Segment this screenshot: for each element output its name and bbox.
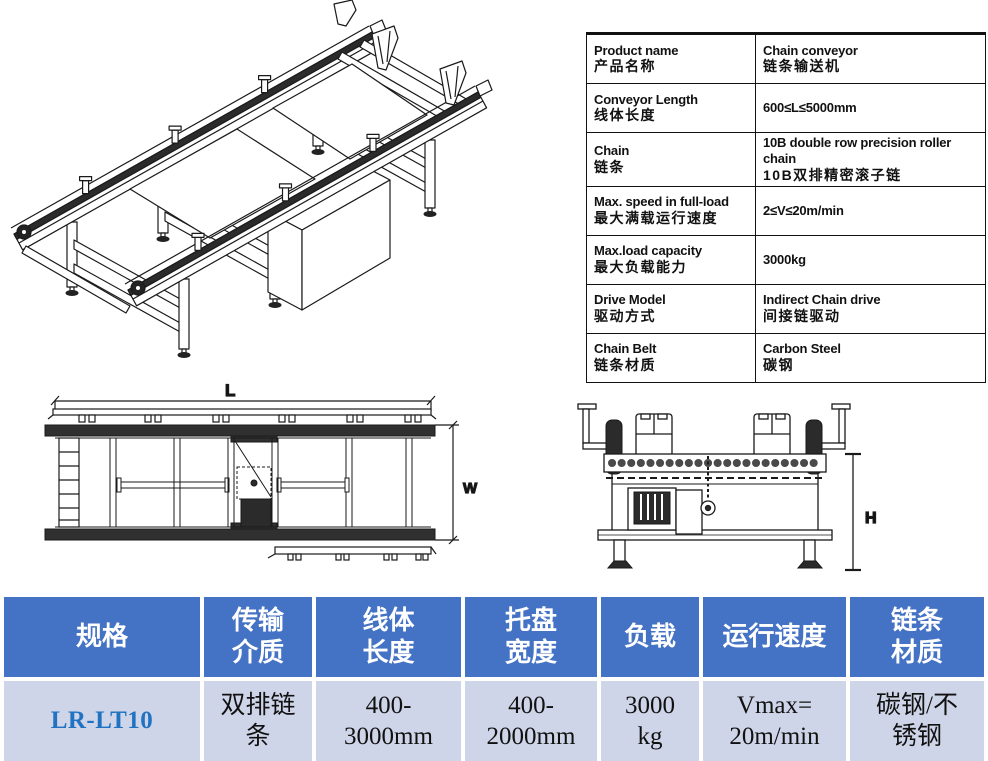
chain-rails-plan — [44, 424, 436, 541]
dimension-W-label: W — [463, 480, 478, 497]
model-table-row: LR-LT10 双排链 条 400- 3000mm 400- 2000mm 30… — [4, 681, 984, 761]
end-view-drawing: H — [577, 403, 877, 572]
far-chain-rail — [10, 19, 387, 251]
model-cell-material: 碳钢/不 锈钢 — [850, 681, 984, 761]
legs-section — [606, 539, 824, 569]
height-dimension — [845, 452, 861, 572]
model-cell-load: 3000 kg — [601, 681, 699, 761]
model-table-header-length: 线体 长度 — [316, 597, 461, 677]
top-view-drawing: L — [44, 381, 479, 561]
chain-bed — [603, 453, 827, 479]
lower-rail-plan — [267, 546, 437, 561]
model-table-header-medium: 传输 介质 — [204, 597, 312, 677]
model-table-header-width: 托盘 宽度 — [465, 597, 597, 677]
width-dimension — [435, 420, 459, 545]
spec-value: 2≤V≤20m/min — [755, 185, 986, 236]
side-outriggers — [577, 403, 851, 450]
spec-value: 3000kg — [755, 234, 986, 285]
stop-blocks — [635, 413, 791, 457]
motor-plan — [240, 498, 272, 528]
frame-section — [597, 472, 833, 541]
dimension-L-label: L — [225, 381, 235, 400]
model-table-section: 规格 传输 介质 线体 长度 托盘 宽度 负载 运行速度 链条 材质 LR-LT… — [0, 593, 988, 761]
model-cell-medium: 双排链 条 — [204, 681, 312, 761]
dimension-H-label: H — [865, 510, 877, 527]
model-cell-width: 400- 2000mm — [465, 681, 597, 761]
model-table-header-row: 规格 传输 介质 线体 长度 托盘 宽度 负载 运行速度 链条 材质 — [4, 597, 984, 677]
model-cell-length: 400- 3000mm — [316, 681, 461, 761]
model-name: LR-LT10 — [4, 681, 200, 761]
model-table-header-speed: 运行速度 — [703, 597, 846, 677]
spec-value: 600≤L≤5000mm — [755, 83, 986, 133]
leveling-feet — [65, 145, 325, 296]
model-cell-speed: Vmax= 20m/min — [703, 681, 846, 761]
near-chain-rail — [124, 79, 493, 307]
model-table-header-material: 链条 材质 — [850, 597, 984, 677]
isometric-view-drawing — [10, 0, 493, 358]
mount-tabs-top — [78, 414, 422, 423]
sprocket-end-caps — [16, 224, 146, 296]
motor-assembly — [627, 456, 716, 535]
model-table-header-spec: 规格 — [4, 597, 200, 677]
guide-brackets — [333, 0, 467, 106]
model-table: 规格 传输 介质 线体 长度 托盘 宽度 负载 运行速度 链条 材质 LR-LT… — [0, 593, 988, 761]
model-table-header-load: 负载 — [601, 597, 699, 677]
cross-members — [109, 438, 413, 527]
drive-station-plan — [227, 438, 279, 528]
end-ladder-frame — [58, 437, 80, 528]
